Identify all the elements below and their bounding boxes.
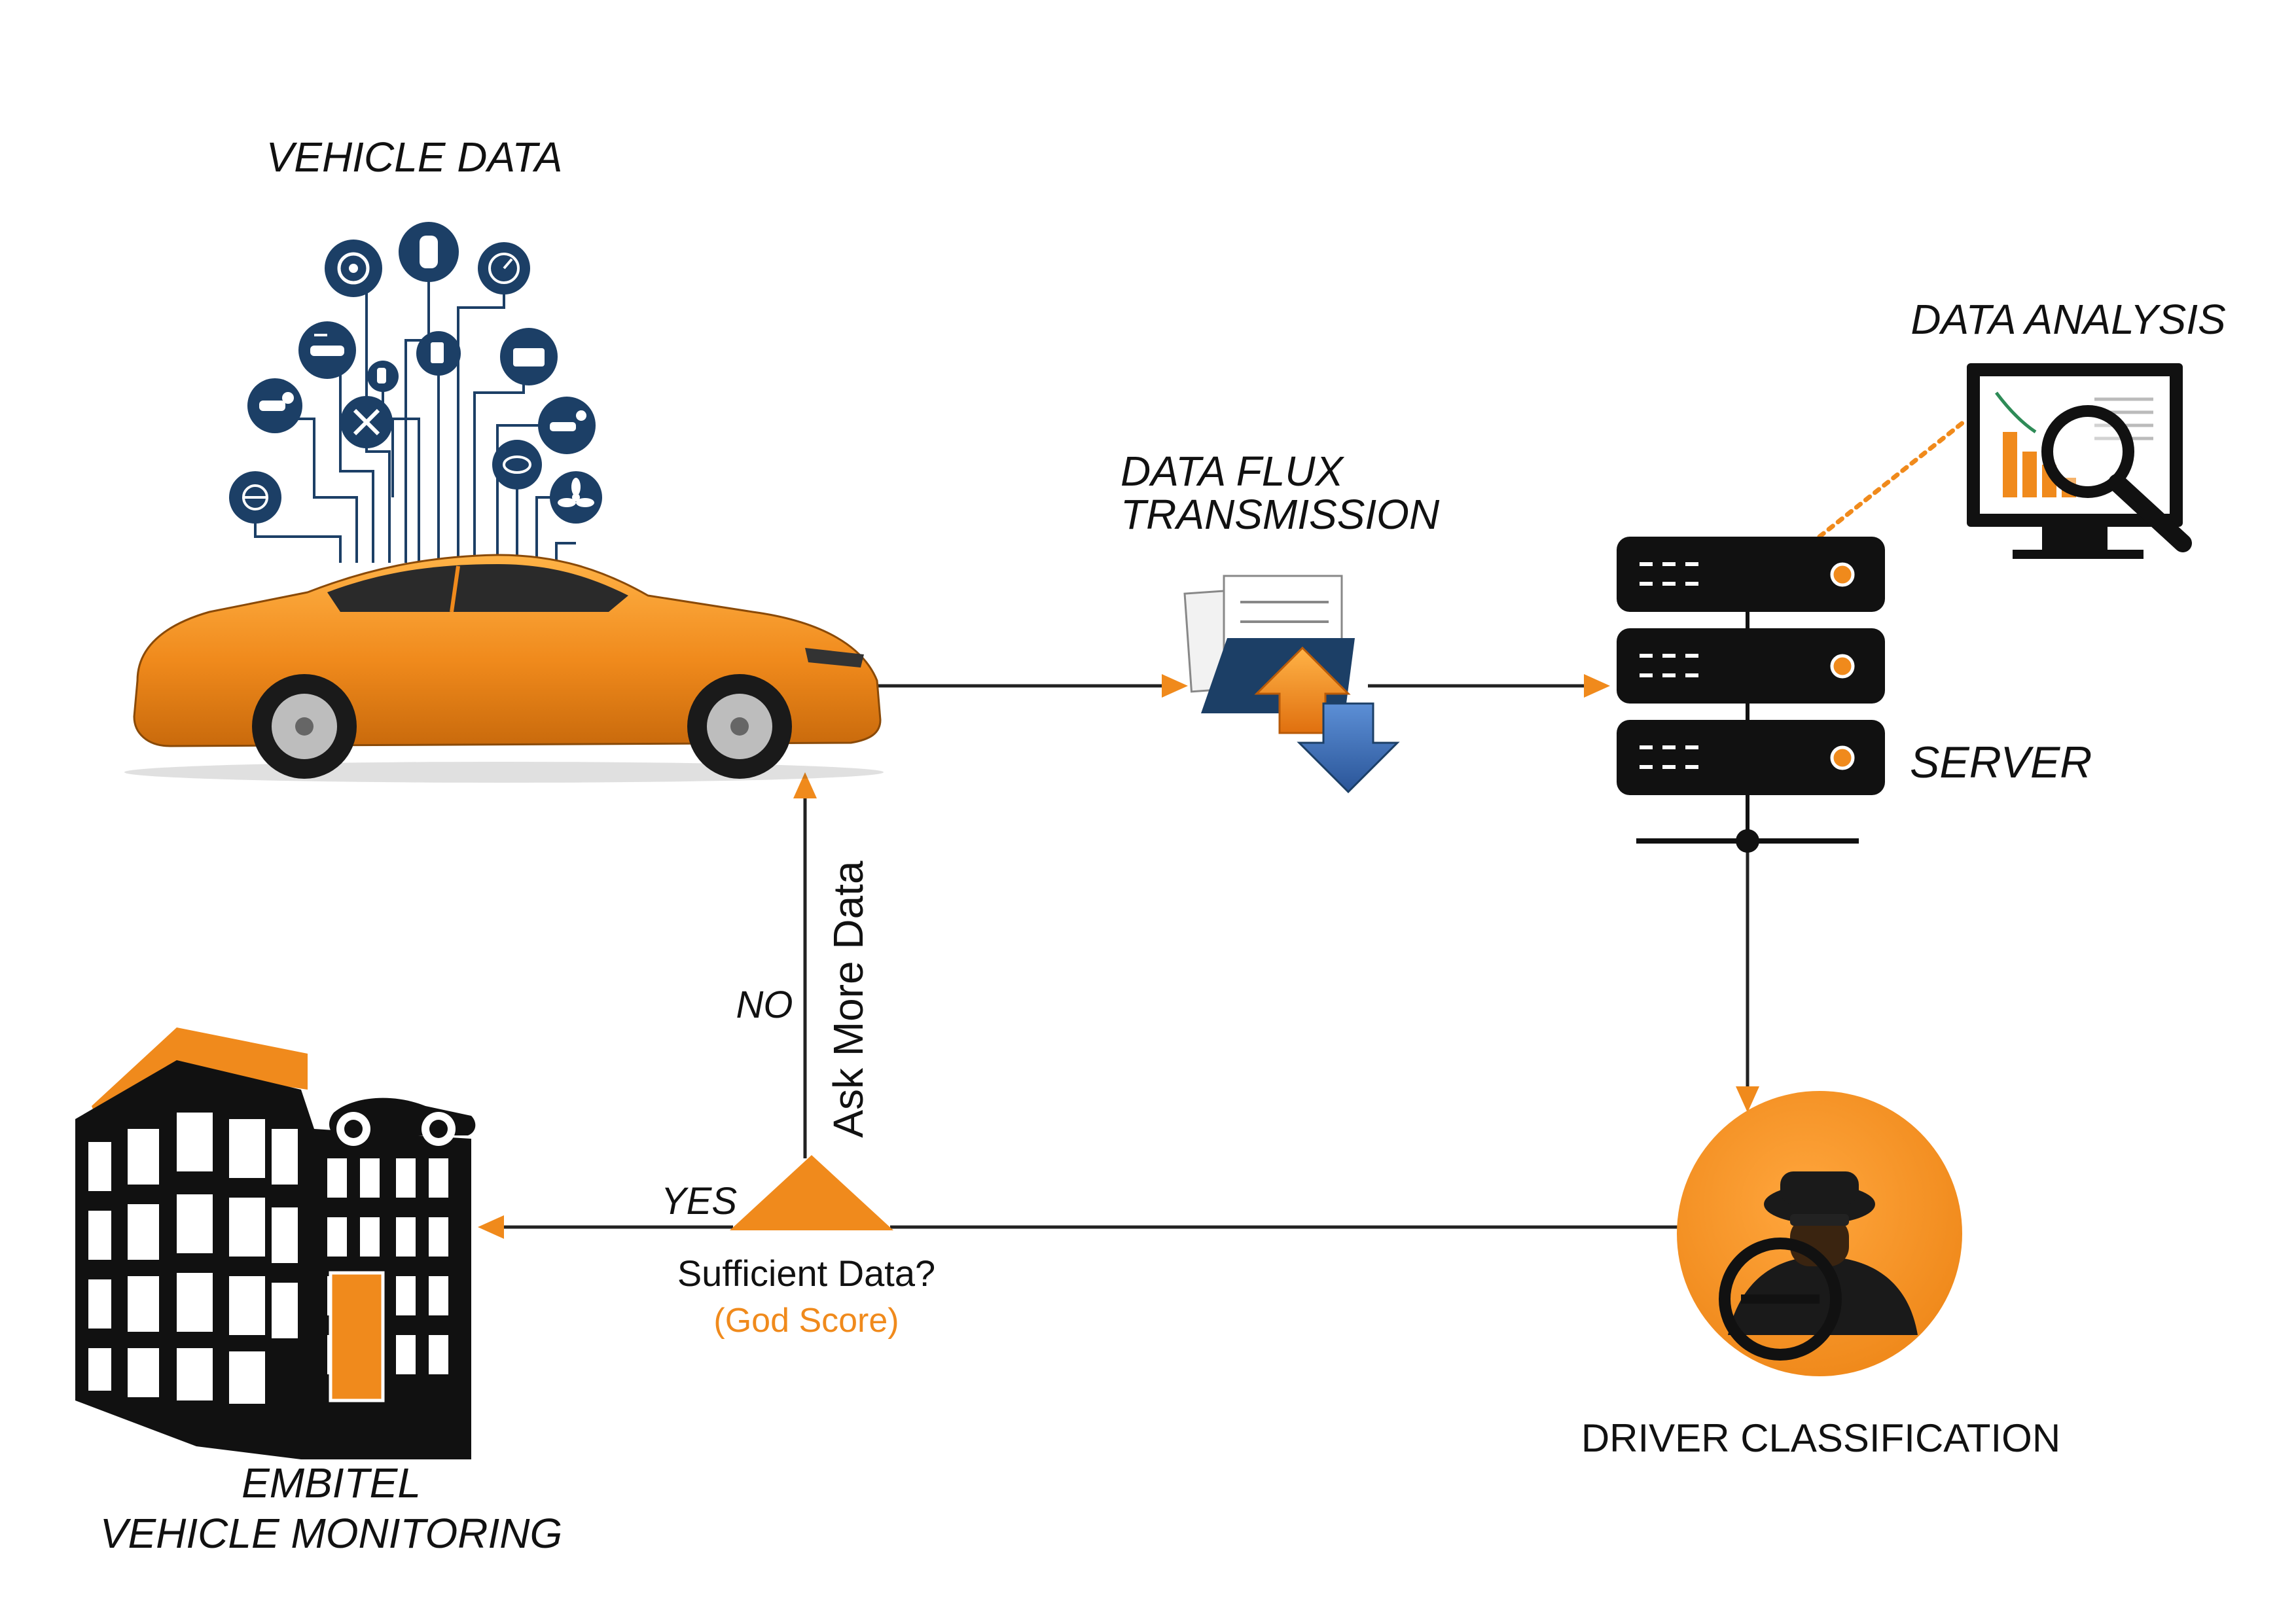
server-unit-2: [1617, 628, 1885, 704]
circuit-lines: [255, 262, 576, 563]
battery-icon: [500, 328, 558, 385]
mechanic-icon: [538, 397, 596, 454]
dotted-link-analysis: [1820, 422, 1964, 537]
label-ask-more-data: Ask More Data: [825, 861, 872, 1138]
seat-icon: [367, 361, 399, 392]
speedometer-icon: [478, 242, 530, 294]
chauffeur-driver-icon: [1677, 1091, 1962, 1376]
vehicle-data-tree: [229, 222, 602, 563]
label-data-flux-line2: TRANSMISSION: [1121, 491, 1440, 538]
label-driver-classification: DRIVER CLASSIFICATION: [1581, 1416, 2060, 1460]
ev-charging-icon: [298, 321, 356, 379]
label-yes: YES: [661, 1180, 737, 1222]
car-top-view-icon: [399, 222, 459, 282]
arrowhead-to-building: [478, 1215, 504, 1239]
label-embitel-line1: EMBITEL: [242, 1459, 421, 1507]
label-god-score: (God Score): [713, 1302, 899, 1340]
steering-wheel-icon: [229, 471, 281, 524]
car-check-icon: [247, 378, 302, 433]
orange-car: [124, 555, 884, 783]
office-building-icon: [75, 1027, 475, 1459]
server-unit-1: [1617, 537, 1885, 612]
server-unit-3: [1617, 720, 1885, 795]
wrench-icon: [340, 396, 393, 448]
server-rack-icon: [1617, 537, 1885, 853]
monitor-magnifier-chart-icon: [1967, 363, 2183, 559]
document-upload-download-icon: [1185, 576, 1397, 792]
label-no: NO: [736, 984, 793, 1026]
label-vehicle-data: VEHICLE DATA: [266, 134, 563, 181]
label-data-analysis: DATA ANALYSIS: [1910, 296, 2225, 343]
tyre-icon: [325, 240, 382, 297]
fuel-pump-icon: [416, 331, 461, 376]
fan-icon: [550, 471, 602, 524]
mirror-icon: [492, 440, 542, 490]
label-data-flux-line1: DATA FLUX: [1121, 448, 1345, 495]
arrowheads: [478, 674, 1759, 1239]
label-server: SERVER: [1910, 738, 2092, 787]
label-embitel-line2: VEHICLE MONITORING: [100, 1510, 562, 1557]
arrowhead-to-server: [1584, 674, 1610, 698]
decision-triangle: [730, 1155, 893, 1230]
label-sufficient-data: Sufficient Data?: [677, 1253, 935, 1294]
arrowhead-to-flux: [1162, 674, 1188, 698]
